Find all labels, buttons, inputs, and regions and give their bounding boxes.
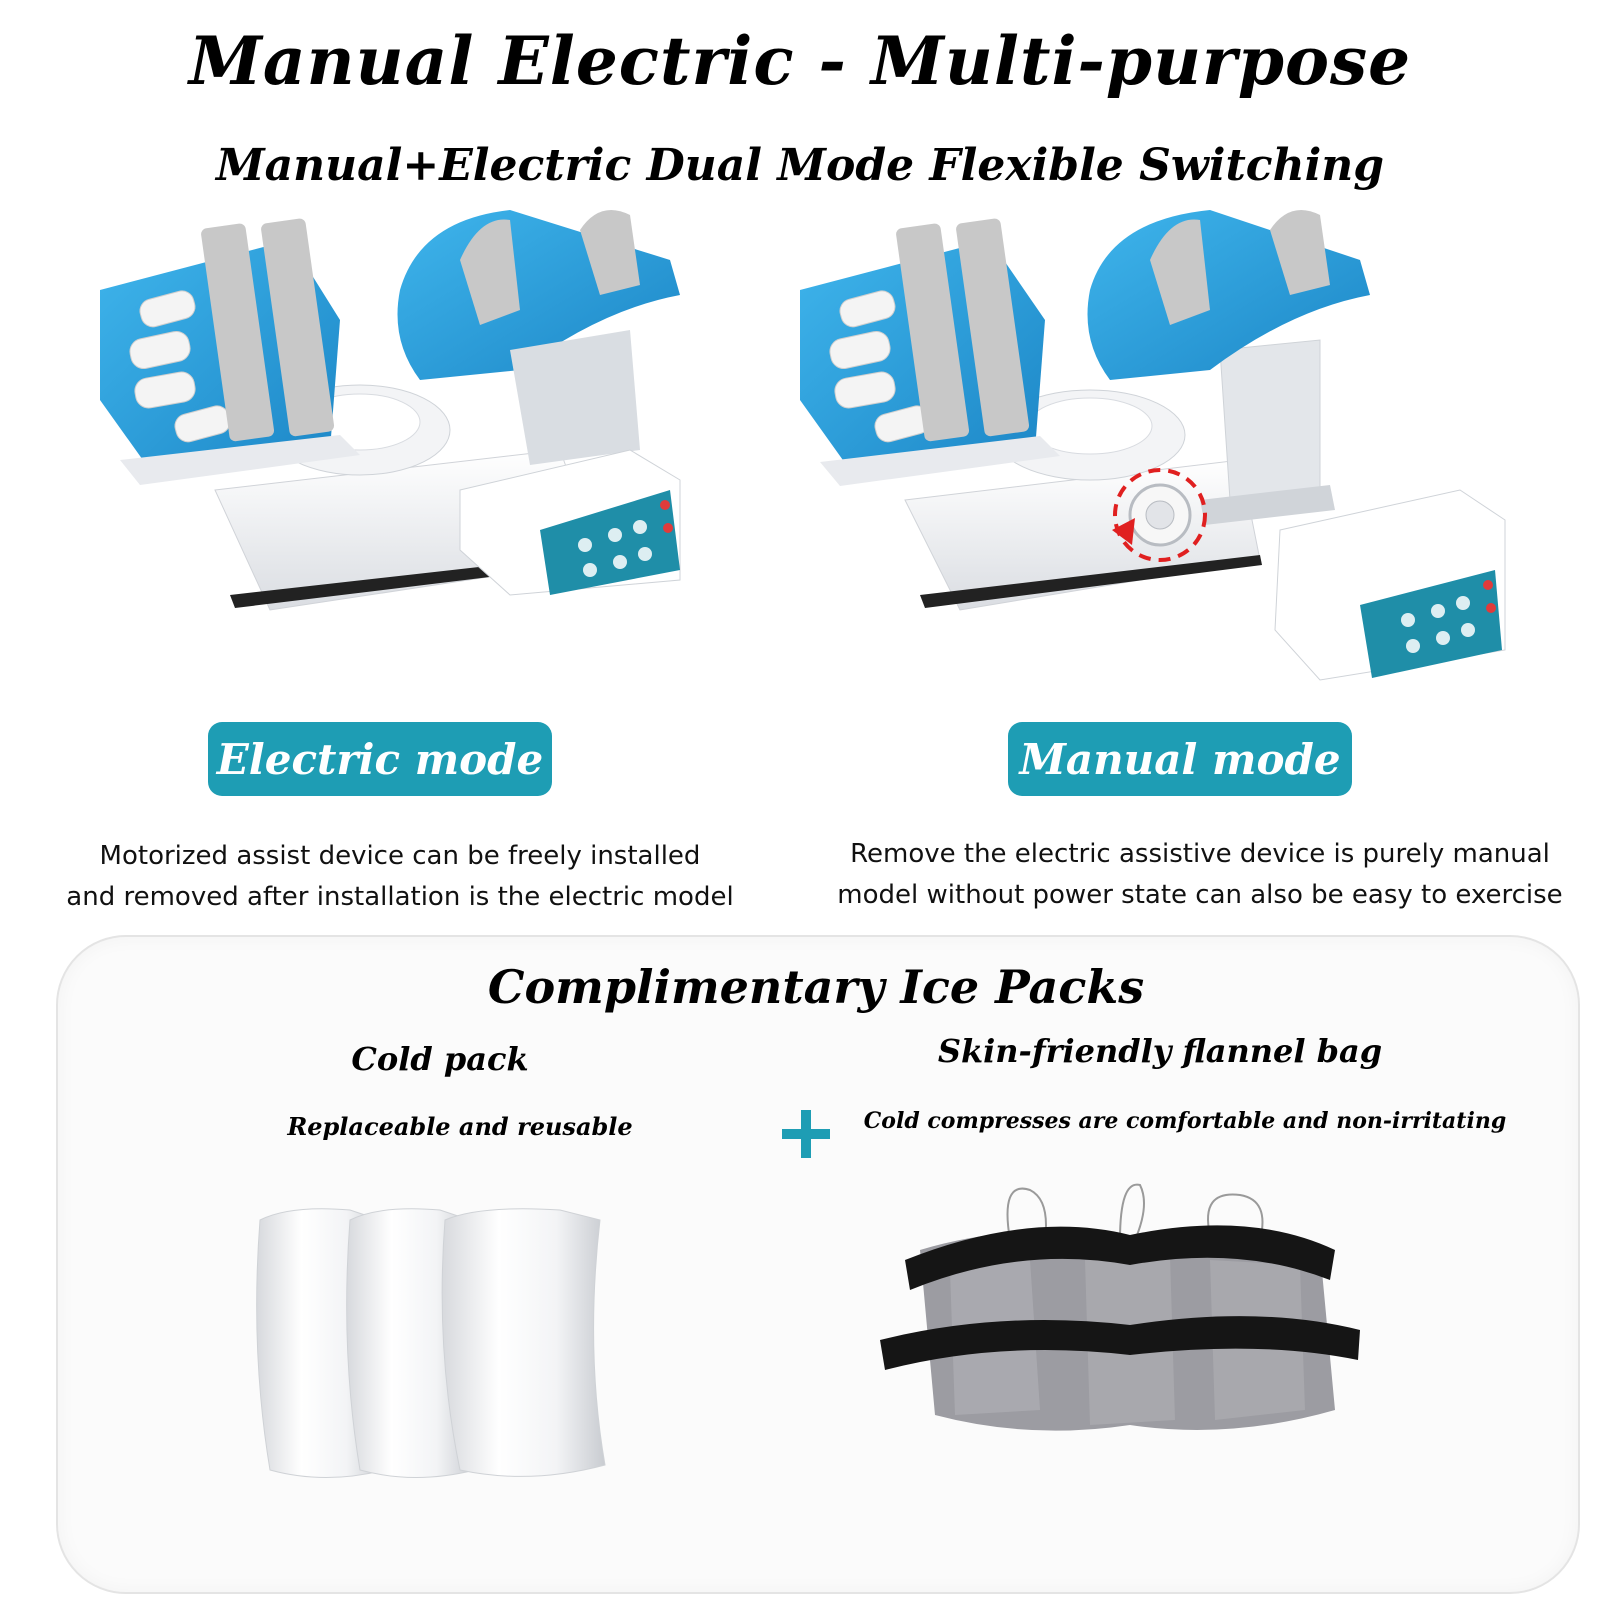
page-subtitle: Manual+Electric Dual Mode Flexible Switc…	[215, 140, 1385, 191]
electric-mode-device-image	[100, 210, 681, 611]
cold-packs-image	[256, 1208, 606, 1478]
manual-mode-description-line: Remove the electric assistive device is …	[850, 839, 1550, 869]
cold-pack-subtitle: Replaceable and reusable	[287, 1112, 633, 1141]
manual-mode-device-image	[800, 210, 1506, 681]
ice-packs-title: Complimentary Ice Packs	[487, 960, 1145, 1014]
electric-mode-badge: Electric mode	[208, 722, 552, 796]
plus-icon	[782, 1110, 830, 1158]
page-title: Manual Electric - Multi-purpose	[188, 22, 1412, 100]
electric-mode-description-line: and removed after installation is the el…	[66, 882, 734, 912]
manual-mode-description-line: model without power state can also be ea…	[837, 880, 1563, 910]
flannel-bags-image	[880, 1183, 1360, 1431]
cold-pack-title: Cold pack	[351, 1040, 529, 1078]
electric-mode-description-line: Motorized assist device can be freely in…	[99, 841, 701, 871]
flannel-bag-subtitle: Cold compresses are comfortable and non-…	[863, 1108, 1507, 1134]
manual-mode-description: Remove the electric assistive device is …	[830, 834, 1570, 916]
flannel-bag-title: Skin-friendly flannel bag	[937, 1032, 1383, 1070]
electric-mode-description: Motorized assist device can be freely in…	[40, 836, 760, 918]
manual-mode-badge: Manual mode	[1008, 722, 1352, 796]
